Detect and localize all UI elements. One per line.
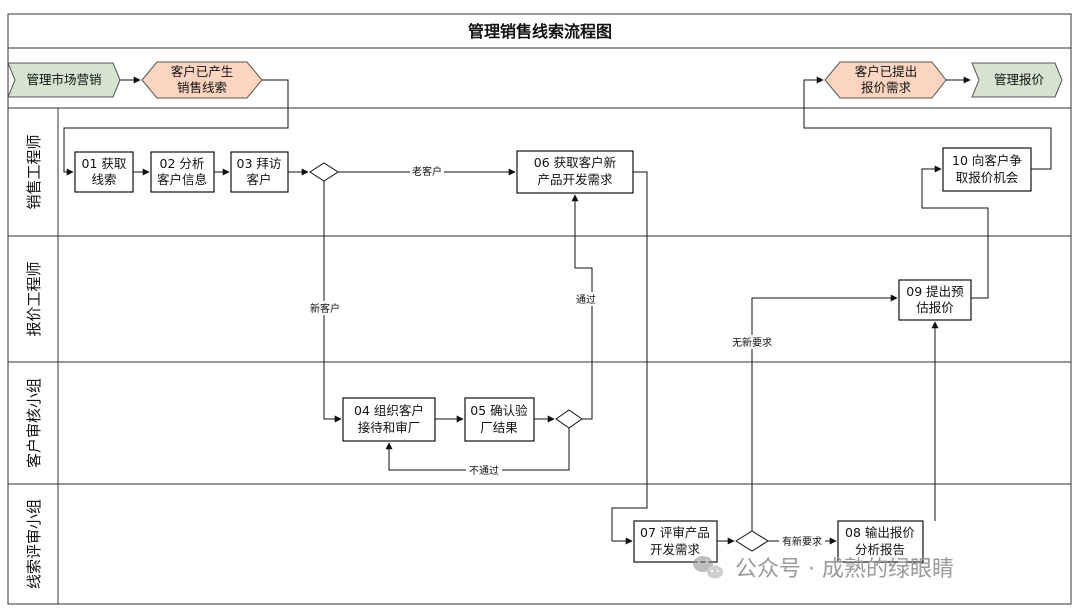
edge-09-to-10 bbox=[921, 165, 989, 299]
node-05-line-1: 05 确认验 bbox=[470, 403, 528, 418]
label-bg-old-customer bbox=[410, 164, 444, 178]
node-01-line-2: 线索 bbox=[91, 172, 116, 187]
node-09-estimate-quote bbox=[898, 279, 972, 321]
label-bg-new-customer bbox=[306, 301, 344, 315]
edge-no-new-requirement bbox=[751, 294, 898, 531]
node-02-line-2: 客户信息 bbox=[157, 172, 207, 187]
edge-new-customer bbox=[323, 181, 342, 423]
node-10-line-2: 取报价机会 bbox=[956, 170, 1019, 185]
edge-lead-to-01 bbox=[63, 79, 289, 176]
node-08-line-1: 08 输出报价 bbox=[845, 525, 915, 540]
label-bg-passed bbox=[573, 292, 599, 306]
node-06-line-1: 06 获取客户新 bbox=[534, 155, 616, 170]
edge-label-has-new-requirement: 有新要求 bbox=[782, 535, 822, 548]
quote-requested-label-1: 客户已提出 bbox=[855, 64, 918, 79]
node-02-analyze-customer bbox=[150, 151, 215, 193]
node-03-line-2: 客户 bbox=[246, 172, 271, 187]
decision-new-requirement bbox=[735, 530, 769, 552]
edge-passed bbox=[571, 194, 593, 420]
diagram-frame bbox=[7, 13, 1072, 605]
lane-label-sales: 销售工程师 bbox=[25, 134, 43, 209]
node-06-new-product-needs bbox=[516, 150, 634, 194]
decision-audit-result bbox=[555, 409, 583, 429]
node-07-line-2: 开发需求 bbox=[650, 542, 701, 557]
lead-generated-event bbox=[141, 61, 263, 99]
diagram-title: 管理销售线索流程图 bbox=[468, 22, 612, 41]
end-terminal bbox=[971, 62, 1063, 98]
label-bg-no-new-requirement bbox=[727, 335, 777, 349]
quote-requested-label-2: 报价需求 bbox=[861, 80, 912, 95]
edge-label-not-passed: 不通过 bbox=[469, 464, 499, 477]
node-05-confirm-audit bbox=[464, 397, 535, 442]
lane-label-review: 线索评审小组 bbox=[25, 499, 43, 589]
wechat-icon bbox=[693, 556, 723, 579]
edge-label-new-customer: 新客户 bbox=[310, 302, 340, 315]
label-bg-not-passed bbox=[466, 463, 502, 477]
node-05-line-2: 厂结果 bbox=[480, 420, 518, 435]
node-06-line-2: 产品开发需求 bbox=[537, 172, 613, 187]
edge-label-old-customer: 老客户 bbox=[412, 165, 442, 178]
lane-label-audit: 客户审核小组 bbox=[25, 378, 43, 468]
lead-generated-label-1: 客户已产生 bbox=[171, 64, 234, 79]
node-10-line-1: 10 向客户争 bbox=[952, 153, 1022, 168]
node-03-line-1: 03 拜访 bbox=[237, 156, 282, 171]
lane-label-quote: 报价工程师 bbox=[25, 261, 43, 336]
node-04-line-2: 接待和审厂 bbox=[358, 420, 421, 435]
end-terminal-label: 管理报价 bbox=[994, 72, 1045, 87]
lead-generated-label-2: 销售线索 bbox=[177, 80, 227, 95]
node-02-line-1: 02 分析 bbox=[160, 156, 205, 171]
decision-customer-type bbox=[309, 162, 339, 182]
start-terminal bbox=[7, 62, 121, 98]
node-04-line-1: 04 组织客户 bbox=[354, 403, 424, 418]
start-terminal-label: 管理市场营销 bbox=[26, 72, 101, 87]
watermark-text: 公众号 · 成熟的绿眼睛 bbox=[735, 557, 954, 582]
edge-label-no-new-requirement: 无新要求 bbox=[732, 336, 772, 349]
quote-requested-event bbox=[824, 61, 947, 99]
node-01-line-1: 01 获取 bbox=[82, 156, 127, 171]
node-09-line-2: 估报价 bbox=[916, 300, 954, 315]
edge-06-to-07 bbox=[611, 171, 648, 545]
node-08-line-2: 分析报告 bbox=[855, 542, 905, 557]
node-08-quote-report bbox=[837, 520, 924, 563]
edge-label-passed: 通过 bbox=[576, 293, 596, 306]
label-bg-has-new-requirement bbox=[779, 534, 825, 548]
node-07-line-1: 07 评审产品 bbox=[640, 525, 710, 540]
edge-10-to-quote-event bbox=[803, 76, 1052, 170]
node-09-line-1: 09 提出预 bbox=[906, 284, 963, 299]
